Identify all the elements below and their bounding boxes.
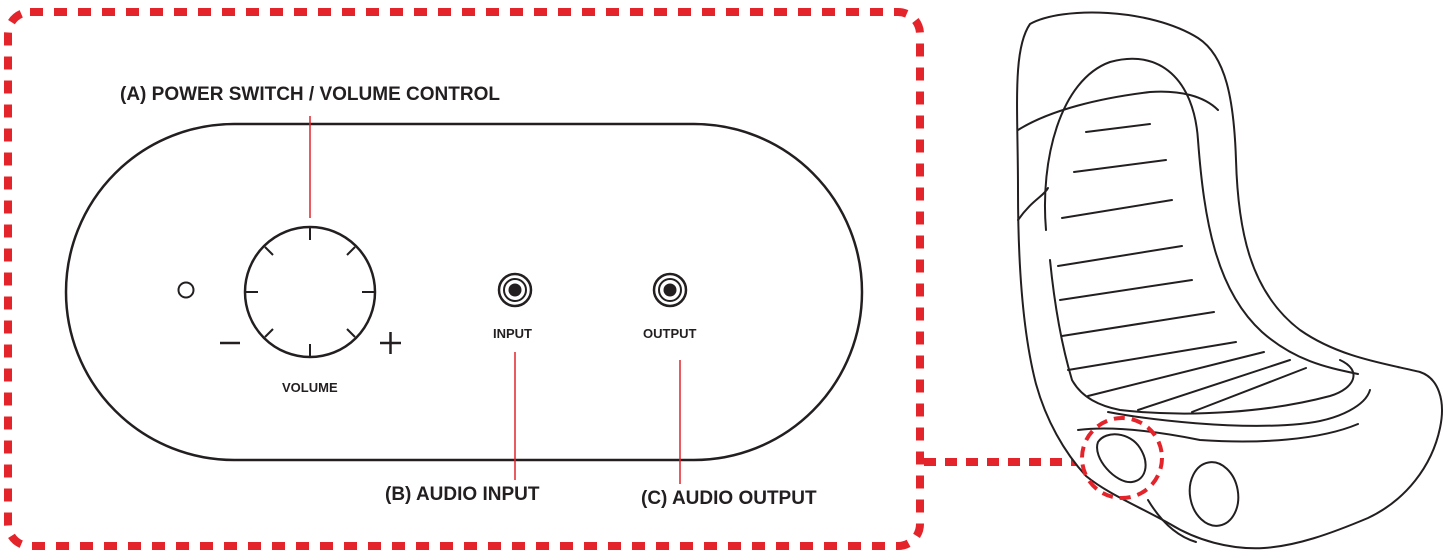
panel-location-highlight xyxy=(1080,416,1164,500)
power-led-icon xyxy=(177,281,195,299)
callout-audio-input: (B) AUDIO INPUT xyxy=(385,484,540,505)
callout-audio-output: (C) AUDIO OUTPUT xyxy=(641,488,817,509)
audio-input-jack-icon[interactable] xyxy=(497,272,533,308)
gaming-chair-icon xyxy=(1016,11,1443,550)
volume-plus-icon xyxy=(380,332,401,354)
output-label: OUTPUT xyxy=(643,326,697,341)
volume-knob-icon[interactable] xyxy=(243,225,377,359)
control-panel-body xyxy=(64,122,864,462)
callout-power-volume: (A) POWER SWITCH / VOLUME CONTROL xyxy=(120,84,500,105)
control-panel-highlight-frame xyxy=(4,8,924,550)
audio-output-jack-icon[interactable] xyxy=(652,272,688,308)
input-label: INPUT xyxy=(493,326,532,341)
volume-label: VOLUME xyxy=(282,380,338,395)
